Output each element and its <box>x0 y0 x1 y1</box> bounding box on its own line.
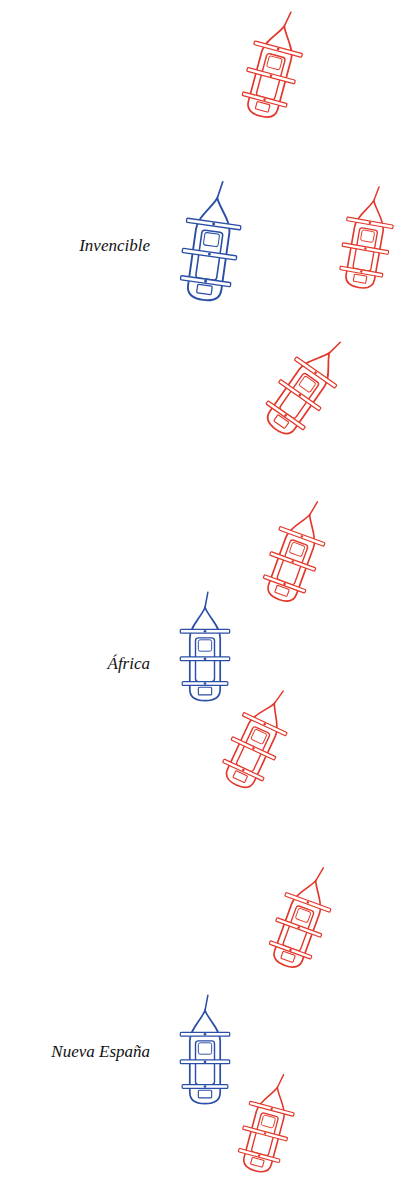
enemy-ship <box>256 493 337 608</box>
spanish-ship <box>180 995 229 1103</box>
spanish-ship <box>176 178 247 304</box>
enemy-ship <box>236 5 312 122</box>
ship-name: Invencible <box>79 236 150 256</box>
ship-name: África <box>108 654 151 674</box>
enemy-ship <box>233 1068 303 1177</box>
enemy-ship <box>215 680 303 795</box>
enemy-ship <box>335 182 399 291</box>
spanish-ship <box>180 592 229 700</box>
ship-name: Nueva España <box>51 1042 150 1062</box>
enemy-ship <box>256 326 359 443</box>
enemy-ship <box>262 859 343 974</box>
